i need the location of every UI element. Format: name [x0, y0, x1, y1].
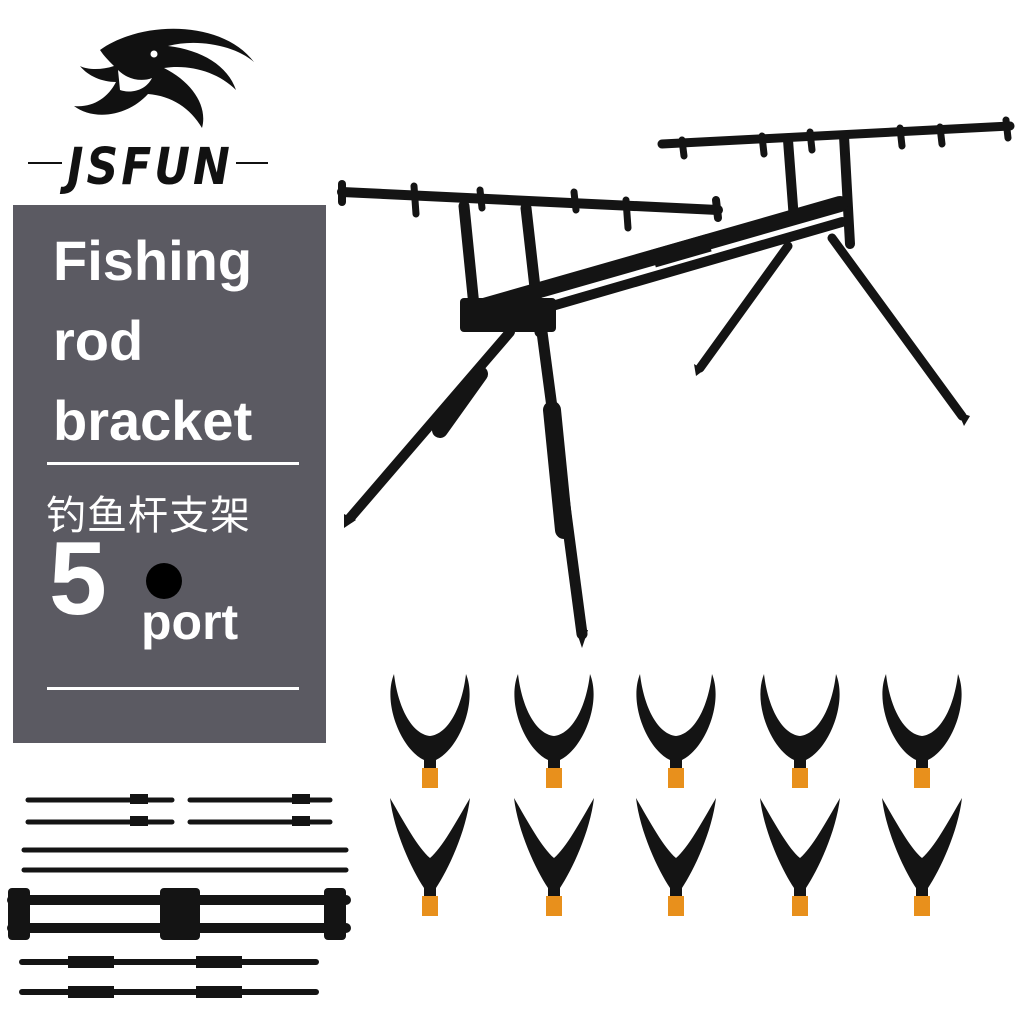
brand-name: JSFUN: [67, 138, 233, 197]
parts-image: [7, 794, 351, 998]
rod-pod-image: [337, 116, 1015, 648]
black-dot-icon: [146, 563, 182, 599]
divider-bottom: [47, 687, 299, 690]
rod-rest-v: [636, 798, 716, 916]
rod-rest-v: [760, 798, 840, 916]
port-label: port: [141, 594, 239, 650]
rod-rest-v: [514, 798, 594, 916]
chinese-title: 钓鱼杆支架: [46, 493, 251, 539]
title-line-2: rod: [53, 309, 144, 372]
logo-rule-left: [28, 162, 62, 164]
fish-head-logo-icon: [74, 28, 254, 128]
title-line-3: bracket: [53, 389, 253, 452]
rod-rest-u: [882, 674, 962, 788]
port-count: 5: [49, 521, 107, 637]
divider-top: [47, 462, 299, 465]
rod-rest-u: [514, 674, 594, 788]
logo-rule-right: [236, 162, 268, 164]
rod-rest-u: [636, 674, 716, 788]
title-line-1: Fishing: [53, 229, 253, 292]
rod-rest-u: [760, 674, 840, 788]
rod-rest-u: [390, 674, 470, 788]
rod-rests-image: [390, 674, 962, 916]
info-panel: Fishing rod bracket 钓鱼杆支架 5 port: [13, 205, 326, 743]
rod-rest-v: [882, 798, 962, 916]
rod-rest-v: [390, 798, 470, 916]
